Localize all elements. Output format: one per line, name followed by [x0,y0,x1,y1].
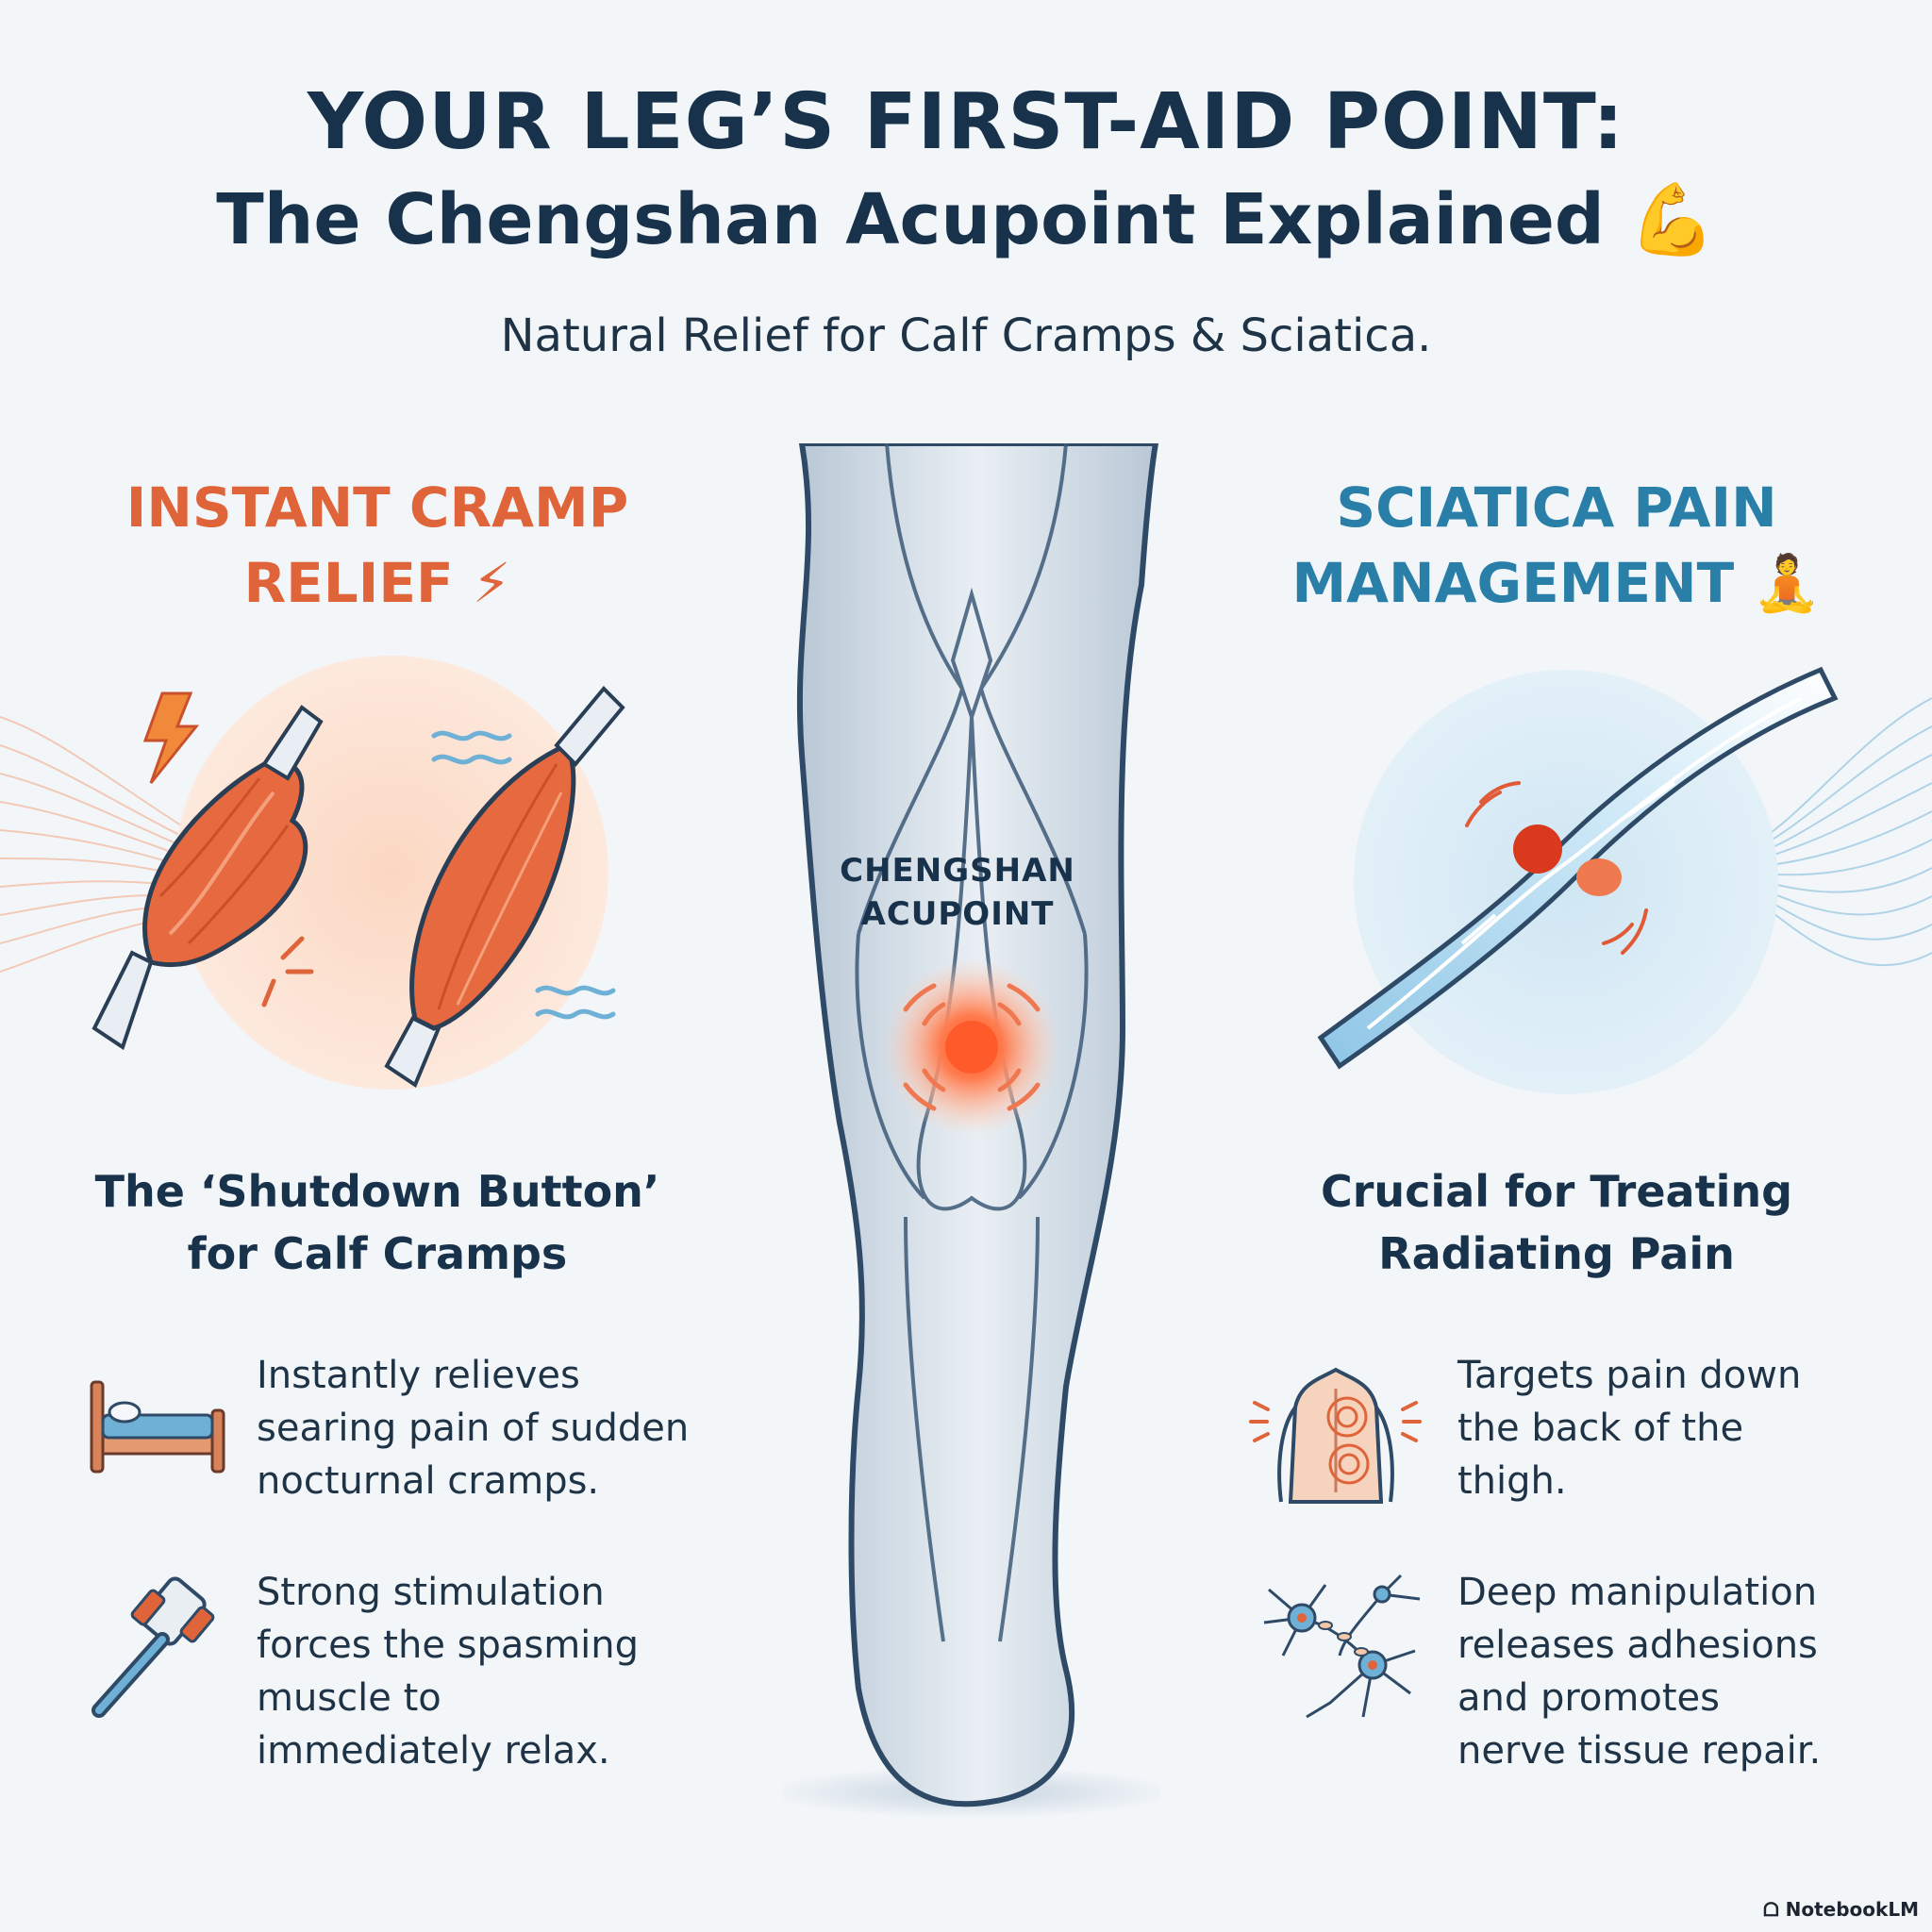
sciatic-nerve-illustration [1317,666,1839,1094]
leg-illustration [783,443,1160,1819]
bed-icon [90,1380,225,1474]
acupoint-marker [882,958,1061,1137]
radiating-pain-subheading-line-2: Radiating Pain [1378,1228,1735,1279]
acupoint-label-line-2: ACUPOINT [860,895,1055,933]
sciatica-bullet-2-line-4: nerve tissue repair. [1457,1729,1822,1773]
cramp-relief-heading: INSTANT CRAMP RELIEF ⚡ [85,470,670,621]
cramp-bullet-2: Strong stimulation forces the spasming m… [257,1566,728,1777]
sciatica-heading-line-2: MANAGEMENT 🧘 [1291,551,1822,615]
subtitle: Natural Relief for Calf Cramps & Sciatic… [500,309,1432,362]
sciatica-bullet-2-line-1: Deep manipulation [1457,1571,1818,1614]
cramp-bullet-2-line-4: immediately relax. [257,1729,610,1773]
cramp-bullet-1-line-2: searing pain of sudden [257,1407,690,1450]
notebooklm-badge-label: NotebookLM [1785,1898,1919,1921]
cramp-bullet-1-line-1: Instantly relieves [257,1354,580,1397]
cramped-muscle-icon [92,705,324,1051]
cramp-bullet-2-line-2: forces the spasming [257,1624,640,1667]
sciatica-bullet-1-line-3: thigh. [1457,1459,1567,1503]
acupoint-label: CHENGSHAN ACUPOINT [821,849,1094,936]
cramp-bullet-1: Instantly relieves searing pain of sudde… [257,1349,747,1507]
title-line-2: The Chengshan Acupoint Explained 💪 [216,179,1716,260]
notebooklm-badge: ᗝ NotebookLM [1763,1898,1919,1921]
cramp-relief-heading-line-2: RELIEF ⚡ [243,551,511,615]
cramp-bullet-1-line-3: nocturnal cramps. [257,1459,600,1503]
calm-wave-icon [431,730,616,1020]
sciatica-bullet-1-line-2: the back of the [1457,1407,1744,1450]
shutdown-button-subheading-line-1: The ‘Shutdown Button’ [94,1166,660,1217]
sciatica-bullet-2-line-2: releases adhesions [1457,1624,1818,1667]
radiating-pain-subheading: Crucial for Treating Radiating Pain [1226,1160,1887,1285]
sciatica-bullet-2-line-3: and promotes [1457,1676,1720,1720]
cramping-muscle-illustration [92,656,625,1090]
lightning-icon [142,691,200,784]
cramp-bullet-2-line-3: muscle to [257,1676,441,1720]
nerve-cells-icon [1263,1574,1421,1719]
radiating-pain-subheading-line-1: Crucial for Treating [1320,1166,1793,1217]
back-pain-icon [1249,1367,1422,1504]
acupoint-label-line-1: CHENGSHAN [840,852,1075,890]
sciatica-heading: SCIATICA PAIN MANAGEMENT 🧘 [1264,470,1849,621]
relaxed-muscle-icon [384,686,625,1089]
sciatica-bullet-1-line-1: Targets pain down [1457,1354,1802,1397]
shutdown-button-subheading: The ‘Shutdown Button’ for Calf Cramps [47,1160,708,1285]
cramp-relief-heading-line-1: INSTANT CRAMP [125,475,629,540]
sciatica-bullet-2: Deep manipulation releases adhesions and… [1457,1566,1910,1777]
shutdown-button-subheading-line-2: for Calf Cramps [187,1228,568,1279]
sciatica-bullet-1: Targets pain down the back of the thigh. [1457,1349,1901,1507]
reflex-hammer-icon [92,1576,215,1718]
title-line-1: YOUR LEG’S FIRST-AID POINT: [307,77,1625,167]
cramp-bullet-2-line-1: Strong stimulation [257,1571,605,1614]
nerve-icon [1317,666,1839,1070]
sciatica-heading-line-1: SCIATICA PAIN [1336,475,1777,540]
notebooklm-logo-icon: ᗝ [1763,1898,1786,1921]
